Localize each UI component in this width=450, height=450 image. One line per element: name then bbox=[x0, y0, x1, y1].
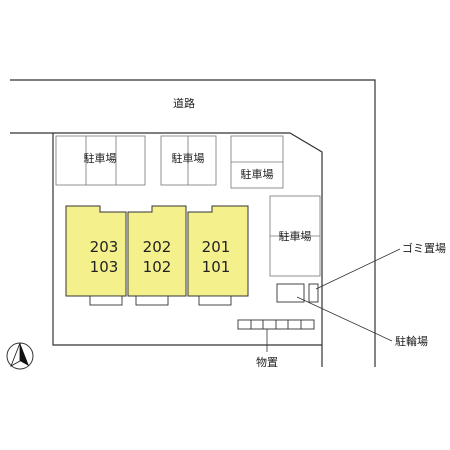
unit-203-103 bbox=[65, 205, 127, 297]
building: 203 103 202 102 201 101 bbox=[65, 205, 249, 306]
storage-sheds bbox=[237, 319, 315, 330]
garbage-station-box bbox=[308, 283, 319, 303]
bicycle-label: 駐輪場 bbox=[395, 334, 428, 348]
unit-number-lower-3: 101 bbox=[202, 258, 231, 276]
north-arrow-icon bbox=[6, 342, 34, 370]
unit-202-102 bbox=[127, 205, 187, 297]
garbage-label: ゴミ置場 bbox=[402, 241, 446, 255]
parking-label-2: 駐車場 bbox=[172, 151, 205, 165]
garbage-leader-line bbox=[315, 248, 401, 290]
parking-area-2: 駐車場 bbox=[160, 135, 217, 186]
road-label: 道路 bbox=[173, 96, 195, 110]
unit-number-upper-1: 203 bbox=[90, 238, 119, 256]
bicycle-leader-line bbox=[296, 296, 393, 342]
parking-area-1: 駐車場 bbox=[55, 135, 146, 186]
bicycle-parking-box bbox=[276, 283, 305, 303]
road-boundary bbox=[10, 79, 376, 367]
parking-area-3: 駐車場 bbox=[230, 135, 284, 189]
balcony-201 bbox=[198, 295, 232, 306]
balcony-202 bbox=[135, 295, 169, 306]
unit-201-101 bbox=[187, 205, 249, 297]
parking-label-3: 駐車場 bbox=[241, 167, 274, 181]
unit-number-upper-3: 201 bbox=[202, 238, 231, 256]
balcony-203 bbox=[89, 295, 123, 306]
parking-area-4: 駐車場 bbox=[269, 195, 321, 277]
parking-label-1: 駐車場 bbox=[84, 151, 117, 165]
unit-number-lower-1: 103 bbox=[90, 258, 119, 276]
lot-boundary-left bbox=[52, 133, 322, 346]
unit-number-upper-2: 202 bbox=[143, 238, 172, 256]
lot-boundary-right bbox=[10, 132, 323, 367]
parking-label-4: 駐車場 bbox=[279, 229, 312, 243]
storage-label: 物置 bbox=[256, 355, 278, 369]
unit-number-lower-2: 102 bbox=[143, 258, 172, 276]
